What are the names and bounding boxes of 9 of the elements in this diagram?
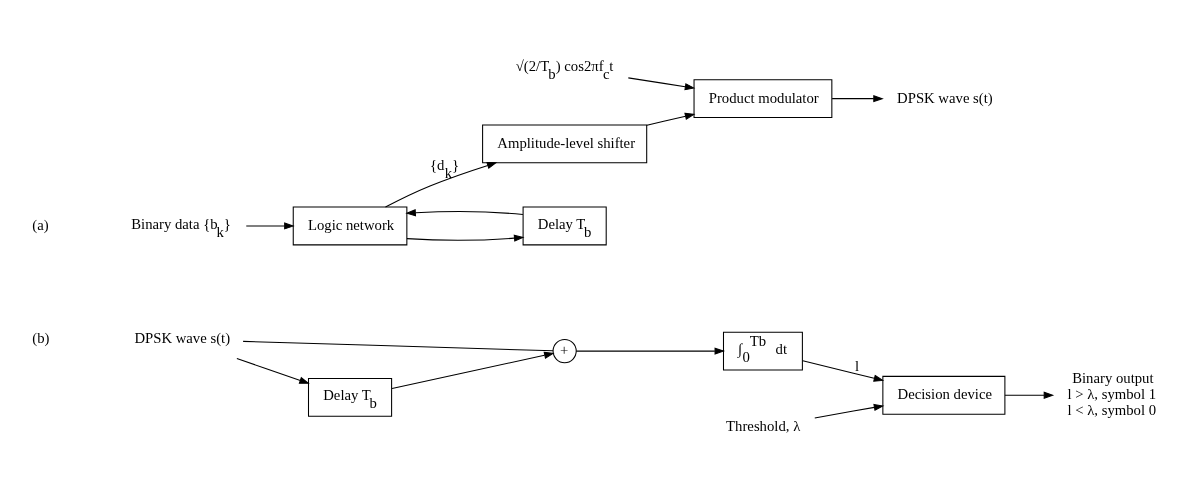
- node-text: DPSK wave s(t): [134, 330, 231, 347]
- node-text: Binary output: [1072, 370, 1154, 387]
- edge-label: l: [854, 358, 860, 375]
- node-text: Threshold, λ: [726, 417, 801, 434]
- node-text: DPSK wave s(t): [897, 89, 993, 106]
- node-label: l > λ, symbol 1: [1067, 386, 1157, 403]
- node-label: l < λ, symbol 0: [1067, 401, 1157, 418]
- label: (b): [32, 330, 50, 347]
- label: (a): [32, 216, 49, 233]
